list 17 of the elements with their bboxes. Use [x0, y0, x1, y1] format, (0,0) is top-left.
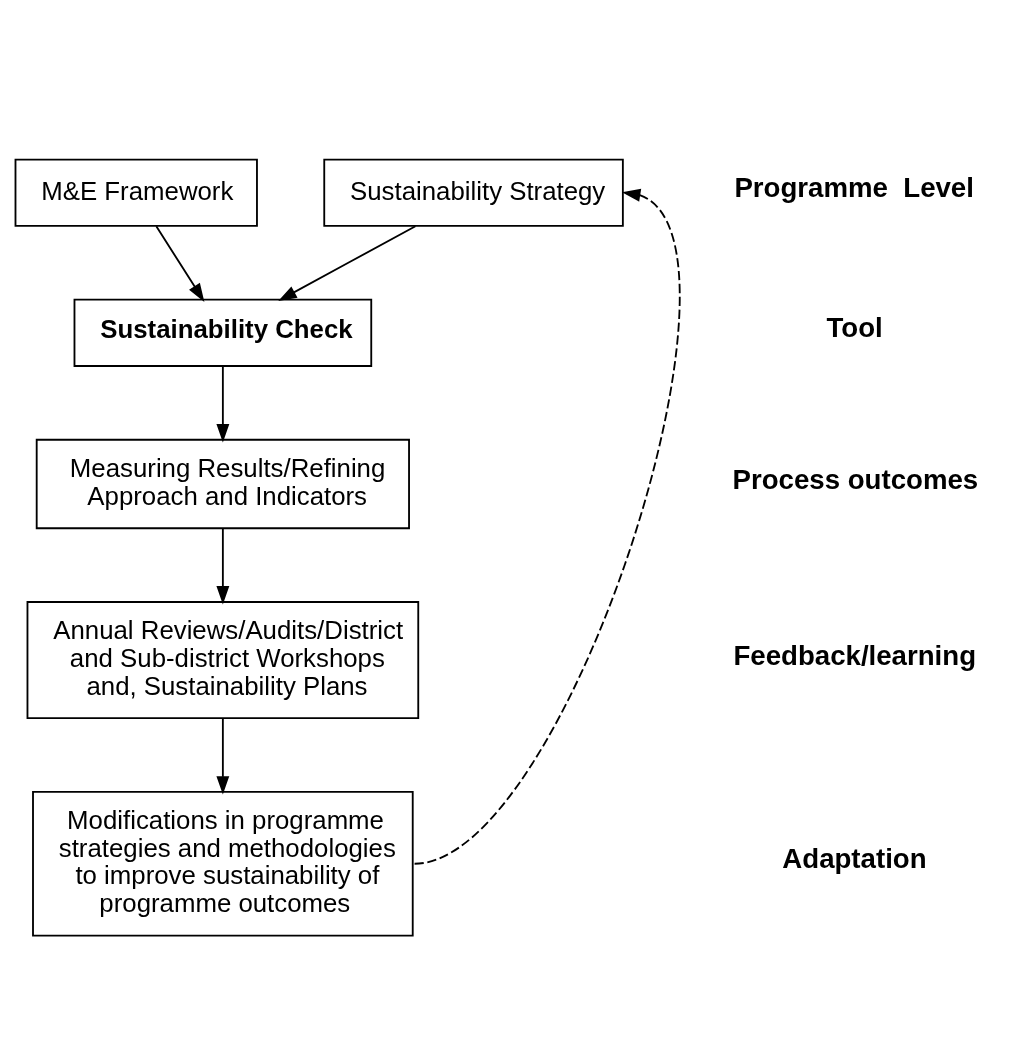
- arrow: [216, 717, 230, 795]
- node-box: Measuring Results/Refining Approach and Indicators: [35, 438, 410, 530]
- node-box: Sustainability Check: [73, 298, 373, 367]
- node-box: M&E Framework: [14, 158, 258, 227]
- label: Feedback/learning: [733, 639, 977, 671]
- node-box: Annual Reviews/Audits/District and Sub-district Workshops and, Sustainability Plans: [26, 601, 420, 720]
- label: Process outcomes: [732, 463, 979, 495]
- label: Programme Level: [734, 172, 974, 204]
- arrow: [278, 225, 417, 301]
- arrow: [216, 527, 230, 605]
- node-box: Sustainability Strategy: [323, 158, 624, 227]
- arrow: [216, 365, 230, 443]
- arrow: [413, 188, 681, 865]
- label: Adaptation: [782, 843, 927, 875]
- node-box: Modifications in programme strategies and methodologies to improve sustainability of programme outcomes: [32, 790, 414, 937]
- arrow: [155, 225, 205, 302]
- label: Tool: [826, 312, 883, 344]
